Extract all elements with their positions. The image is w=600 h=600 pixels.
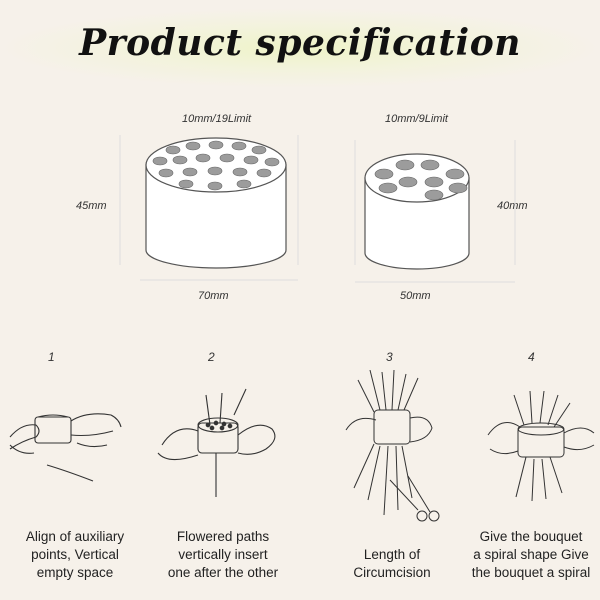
- step-1-caption-line-1: Align of auxiliary: [25, 529, 125, 544]
- step-3-caption-line-1: Length of: [363, 547, 421, 562]
- step-4-caption-line-1: Give the bouquet: [479, 529, 583, 544]
- step-3-number: 3: [386, 350, 393, 364]
- step-4-caption: Give the bouquet a spiral shape Give the…: [462, 528, 600, 582]
- product-1-cylinder-illustration: [119, 135, 299, 281]
- product-2-height-label: 40mm: [497, 200, 528, 212]
- step-1-hands-illustration: [9, 413, 122, 482]
- product-1-width-label: 70mm: [198, 290, 229, 302]
- step-2-caption-line-3: one after the other: [167, 565, 279, 580]
- step-4-number: 4: [528, 350, 535, 364]
- step-2-hands-illustration: [157, 388, 276, 497]
- product-2-width-label: 50mm: [400, 290, 431, 302]
- title-banner: [0, 0, 600, 90]
- step-1-caption-line-3: empty space: [36, 565, 114, 580]
- step-4-caption-line-3: the bouquet a spiral: [471, 565, 591, 580]
- step-2-number: 2: [208, 350, 215, 364]
- step-3-caption: Length of Circumcision: [322, 546, 462, 582]
- product-2-hole-label: 10mm/9Limit: [385, 113, 448, 125]
- step-2-caption-line-2: vertically insert: [178, 547, 268, 562]
- product-2-cylinder-illustration: [354, 140, 516, 283]
- step-4-caption-line-2: a spiral shape Give: [473, 547, 589, 562]
- step-3-trimming-illustration: [345, 370, 440, 522]
- step-1-caption-line-2: points, Vertical: [31, 547, 119, 562]
- step-3-caption-line-2: Circumcision: [353, 565, 431, 580]
- step-2-caption-line-1: Flowered paths: [176, 529, 270, 544]
- step-1-number: 1: [48, 350, 55, 364]
- step-4-spiral-illustration: [487, 390, 595, 502]
- product-1-hole-label: 10mm/19Limit: [182, 113, 252, 125]
- step-1-caption: Align of auxiliary points, Vertical empt…: [0, 528, 150, 582]
- page-title: Product specification: [79, 22, 521, 64]
- step-2-caption: Flowered paths vertically insert one aft…: [148, 528, 298, 582]
- product-1-height-label: 45mm: [76, 200, 107, 212]
